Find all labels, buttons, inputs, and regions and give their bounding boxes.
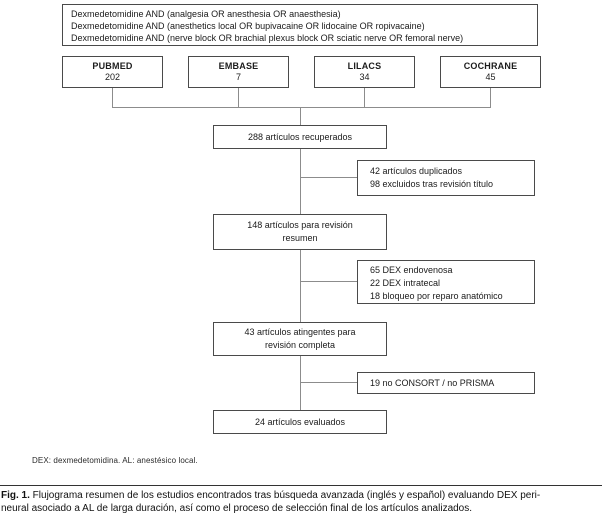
connector-branch-abstract-exclusions — [301, 281, 357, 282]
exclusion-box-after-title: 42 artículos duplicados 98 excluidos tra… — [357, 160, 535, 196]
db-count: 7 — [235, 72, 241, 82]
flow-box-abstract-review-line: 148 artículos para revisión — [247, 220, 353, 230]
connector-stub-embase — [238, 88, 239, 108]
flow-box-abstract-review-line: resumen — [282, 233, 318, 243]
connector-drop-to-retrieved — [300, 108, 301, 125]
exclusion-after-abstract-line: 18 bloqueo por reparo anatómico — [370, 291, 503, 301]
db-count: 202 — [104, 72, 121, 82]
connector-spine-3 — [300, 356, 301, 410]
db-count: 45 — [485, 72, 496, 82]
figure-footnote: DEX: dexmedetomidina. AL: anestésico loc… — [32, 456, 198, 465]
search-strategy-line: Dexmedetomidine AND (anesthetics local O… — [71, 21, 425, 31]
figure-label: Fig. 1. — [1, 490, 30, 501]
exclusion-box-after-full: 19 no CONSORT / no PRISMA — [357, 372, 535, 394]
connector-branch-full-exclusions — [301, 382, 357, 383]
caption-line-1-text: Flujograma resumen de los estudios encon… — [29, 490, 541, 501]
flow-box-retrieved-label: 288 artículos recuperados — [247, 132, 353, 142]
connector-spine-2 — [300, 250, 301, 322]
db-box-lilacs: LILACS 34 — [314, 56, 415, 88]
flow-box-full-review: 43 artículos atingentes para revisión co… — [213, 322, 387, 356]
flow-box-retrieved: 288 artículos recuperados — [213, 125, 387, 149]
flow-box-abstract-review: 148 artículos para revisión resumen — [213, 214, 387, 250]
flow-box-full-review-line: revisión completa — [264, 340, 336, 350]
db-name: COCHRANE — [463, 61, 518, 71]
exclusion-after-title-line: 42 artículos duplicados — [370, 166, 463, 176]
db-count: 34 — [359, 72, 370, 82]
search-strategy-line: Dexmedetomidine AND (nerve block OR brac… — [71, 33, 464, 43]
caption-divider — [0, 485, 602, 486]
db-box-pubmed: PUBMED 202 — [62, 56, 163, 88]
connector-stub-cochrane — [490, 88, 491, 108]
connector-stub-lilacs — [364, 88, 365, 108]
db-name: EMBASE — [218, 61, 259, 71]
search-strategy-box: Dexmedetomidine AND (analgesia OR anesth… — [62, 4, 538, 46]
flow-box-evaluated-label: 24 artículos evaluados — [254, 417, 346, 427]
connector-branch-title-exclusions — [301, 177, 357, 178]
db-name: PUBMED — [92, 61, 133, 71]
db-box-cochrane: COCHRANE 45 — [440, 56, 541, 88]
db-box-embase: EMBASE 7 — [188, 56, 289, 88]
exclusion-after-abstract-line: 22 DEX intratecal — [370, 278, 441, 288]
exclusion-after-abstract-line: 65 DEX endovenosa — [370, 265, 453, 275]
exclusion-box-after-abstract: 65 DEX endovenosa 22 DEX intratecal 18 b… — [357, 260, 535, 304]
flow-box-full-review-line: 43 artículos atingentes para — [244, 327, 356, 337]
connector-spine-1 — [300, 149, 301, 214]
flow-box-evaluated: 24 artículos evaluados — [213, 410, 387, 434]
caption-line-2: neural asociado a AL de larga duración, … — [1, 503, 473, 514]
db-name: LILACS — [347, 61, 382, 71]
exclusion-after-full-label: 19 no CONSORT / no PRISMA — [370, 378, 495, 388]
connector-bus — [112, 107, 491, 108]
search-strategy-line: Dexmedetomidine AND (analgesia OR anesth… — [71, 9, 341, 19]
exclusion-after-title-line: 98 excluidos tras revisión título — [370, 179, 494, 189]
figure-caption: Fig. 1. Flujograma resumen de los estudi… — [1, 489, 601, 515]
caption-line-1: Fig. 1. Flujograma resumen de los estudi… — [1, 489, 601, 502]
connector-stub-pubmed — [112, 88, 113, 108]
